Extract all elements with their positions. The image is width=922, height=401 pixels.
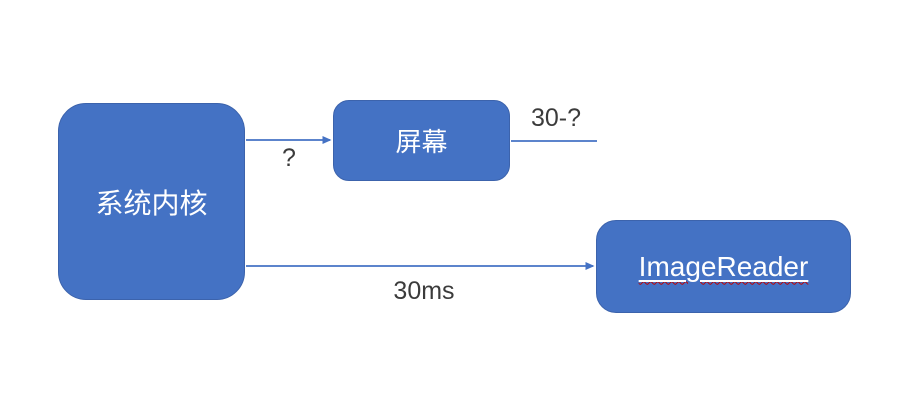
- node-screen-label: 屏幕: [395, 127, 448, 157]
- node-image-reader: ImageReader: [596, 220, 851, 313]
- node-screen: 屏幕: [333, 100, 510, 181]
- edge-label-30ms: 30ms: [393, 277, 455, 305]
- edge-label-question: ?: [282, 144, 296, 172]
- node-image-reader-label-wrap: ImageReader: [639, 251, 809, 283]
- node-system-kernel: 系统内核: [58, 103, 245, 300]
- edge-label-30-question: 30-?: [530, 104, 582, 132]
- node-system-kernel-label: 系统内核: [95, 187, 208, 219]
- node-image-reader-label: ImageReader: [638, 250, 809, 282]
